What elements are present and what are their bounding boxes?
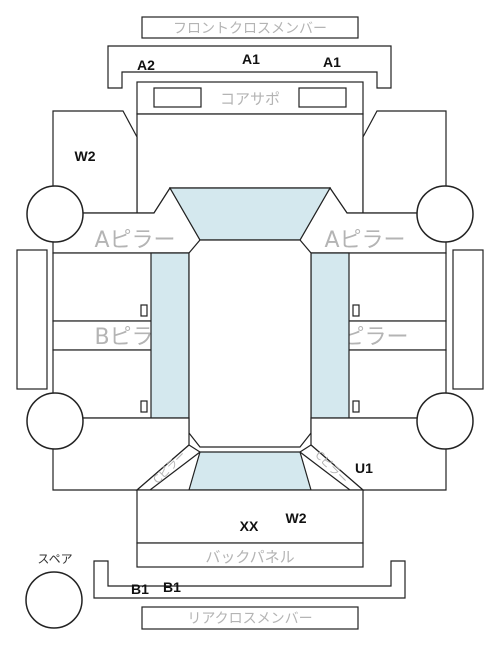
spare-label: スペア	[37, 552, 72, 566]
back-panel-label: バックパネル	[205, 548, 294, 566]
side-window-left[interactable]	[150, 252, 190, 419]
rear-cross-member-box[interactable]	[141, 606, 359, 630]
rear-cross-member-label: リアクロスメンバー	[187, 611, 312, 627]
headlight-left	[153, 87, 202, 108]
spare-tire[interactable]	[25, 571, 83, 629]
core-support-label: コアサポ	[220, 90, 280, 108]
damage-code-trunk-center: XX	[240, 518, 259, 534]
front-bumper[interactable]	[107, 45, 392, 89]
roof[interactable]	[188, 239, 312, 448]
front-cross-member-box[interactable]	[141, 16, 359, 39]
a-pillar-left-label: Aピラー	[94, 228, 175, 253]
trunk-lid[interactable]	[136, 489, 364, 544]
damage-code-front-right: A1	[323, 54, 341, 70]
a-pillar-right-label: Aピラー	[324, 228, 405, 253]
door-handle-rear-right	[352, 400, 360, 413]
damage-code-front-left: A2	[137, 57, 155, 73]
wheel-front-left[interactable]	[26, 185, 84, 243]
wheel-front-right[interactable]	[416, 185, 474, 243]
door-handle-rear-left	[140, 400, 148, 413]
door-handle-front-right	[352, 304, 360, 317]
front-cross-member-label: フロントクロスメンバー	[173, 21, 327, 37]
wheel-rear-right[interactable]	[416, 392, 474, 450]
back-panel[interactable]	[136, 542, 364, 568]
side-sill-left[interactable]	[16, 249, 48, 390]
door-handle-front-left	[140, 304, 148, 317]
headlight-right	[298, 87, 347, 108]
damage-code-trunk-right: W2	[286, 510, 307, 526]
wheel-rear-left[interactable]	[26, 392, 84, 450]
side-sill-right[interactable]	[452, 249, 484, 390]
rear-bumper[interactable]	[93, 560, 406, 599]
damage-code-rear-member-1: B1	[131, 581, 149, 597]
damage-code-rear-member-2: B1	[163, 579, 181, 595]
rear-window[interactable]	[188, 451, 312, 491]
damage-code-front-center: A1	[242, 51, 260, 67]
damage-code-apron-left: W2	[75, 148, 96, 164]
damage-code-rear-quarter-right: U1	[355, 460, 373, 476]
side-window-right[interactable]	[310, 252, 350, 419]
